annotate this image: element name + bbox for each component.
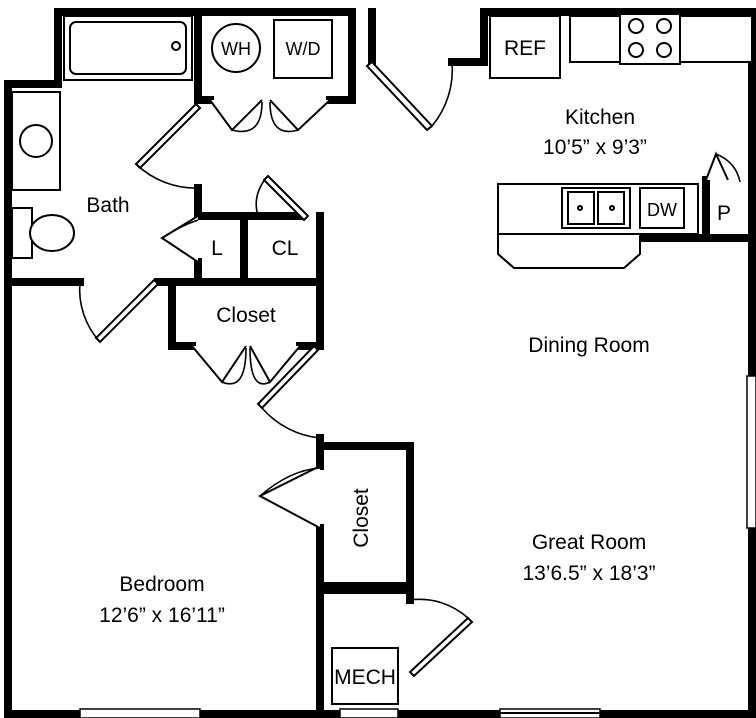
wh-label: WH — [221, 39, 251, 59]
closet-bedroom-name: Closet — [350, 488, 373, 548]
entry-door — [365, 60, 454, 132]
mechanical-unit: MECH — [331, 647, 399, 705]
water-heater: WH — [211, 23, 261, 73]
kitchen-counter-top — [569, 13, 753, 65]
vanity-sink — [11, 91, 61, 191]
bedroom-size: 12’6” x 16’11” — [99, 604, 225, 627]
closet-bifold-door — [191, 345, 301, 385]
bath-name: Bath — [86, 194, 129, 217]
ref-label: REF — [504, 37, 546, 60]
pantry-label: P — [717, 202, 731, 225]
dining-name: Dining Room — [528, 334, 649, 357]
bedroom-bath-door — [78, 278, 160, 344]
mech-door — [408, 598, 474, 678]
bedroom-name: Bedroom — [119, 573, 204, 596]
great-room-size: 13’6.5” x 18’3” — [522, 562, 655, 585]
windows — [79, 375, 756, 718]
window-right — [746, 375, 756, 529]
great-room-name: Great Room — [532, 531, 646, 554]
kitchen-size: 10’5” x 9’3” — [543, 136, 647, 159]
refrigerator: REF — [489, 15, 561, 79]
kitchen-name: Kitchen — [565, 106, 635, 129]
bedroom-closet-door — [257, 465, 321, 529]
bathtub — [63, 15, 193, 81]
linen-door — [160, 215, 199, 263]
closet-upper-name: Closet — [216, 304, 276, 327]
doors — [78, 60, 741, 678]
wd-label: W/D — [286, 39, 321, 59]
toilet — [11, 207, 75, 259]
dishwasher: DW — [639, 187, 685, 229]
pantry-door — [705, 151, 741, 183]
bath-door — [134, 102, 202, 189]
cl-name: CL — [272, 237, 299, 260]
window-bottom-bedroom — [79, 708, 201, 718]
fixtures: WH W/D REF — [11, 13, 753, 705]
mech-label: MECH — [334, 666, 396, 689]
bedroom-door — [256, 344, 321, 439]
dw-label: DW — [647, 200, 677, 220]
window-bottom-mech — [339, 708, 399, 718]
room-labels: Kitchen 10’5” x 9’3” Bath L CL Closet Di… — [86, 106, 655, 627]
washer-dryer: W/D — [273, 19, 333, 79]
cl-door — [255, 174, 310, 222]
linen-name: L — [211, 237, 223, 260]
walls — [4, 8, 756, 718]
laundry-bifold-door — [209, 99, 331, 133]
